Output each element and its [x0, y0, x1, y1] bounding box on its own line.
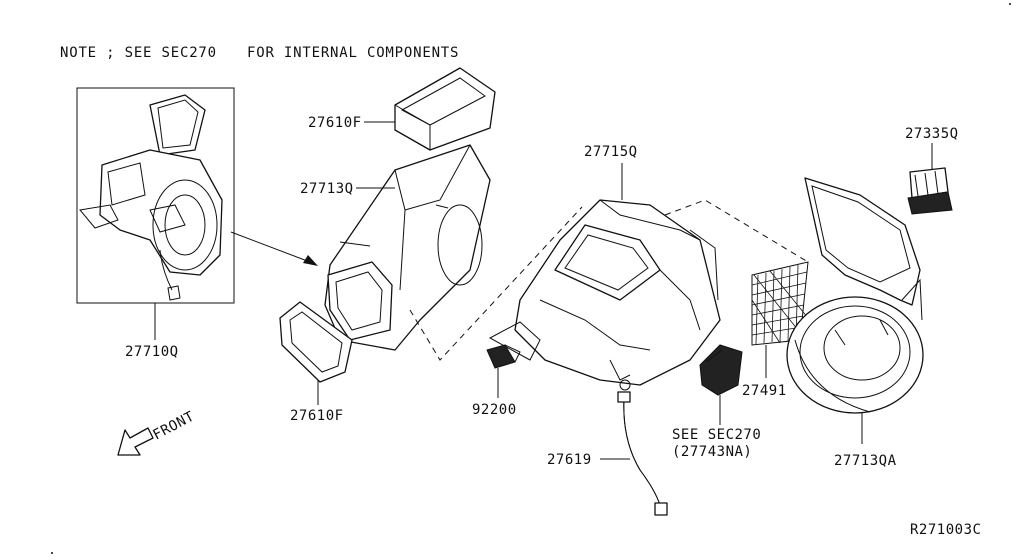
label-27335Q: 27335Q — [905, 126, 959, 142]
label-92200: 92200 — [472, 402, 517, 418]
corner-mark — [1009, 3, 1011, 5]
part-27715Q-heater-unit — [488, 199, 721, 391]
assembly-27710Q — [76, 87, 235, 340]
part-27610F-top — [394, 67, 496, 151]
part-27610F-bottom — [279, 301, 353, 383]
label-27713QA: 27713QA — [834, 453, 897, 469]
label-27619: 27619 — [547, 452, 592, 468]
label-27713Q: 27713Q — [300, 181, 354, 197]
note-suffix: FOR INTERNAL COMPONENTS — [247, 45, 459, 61]
dashed-connector-right — [664, 199, 809, 263]
label-27610F-bottom: 27610F — [290, 408, 344, 424]
dashed-connector-left — [409, 206, 583, 361]
note-prefix: NOTE ; SEE SEC270 — [60, 45, 217, 61]
label-27610F-top: 27610F — [308, 115, 362, 131]
part-27713Q-housing — [324, 144, 491, 351]
front-label: FRONT — [150, 408, 197, 443]
front-arrow-icon — [117, 427, 154, 456]
label-27715Q: 27715Q — [584, 144, 638, 160]
reference-code: R271003C — [910, 522, 981, 538]
label-see-sec270: SEE SEC270 — [672, 427, 761, 443]
part-27743NA-actuator — [699, 344, 743, 396]
part-27619-drain-hose — [617, 391, 668, 516]
part-27713QA-blower-case — [786, 177, 924, 414]
label-27710Q: 27710Q — [125, 344, 179, 360]
label-27491: 27491 — [742, 383, 787, 399]
arrow-to-exploded — [230, 231, 318, 266]
part-27335Q-resistor — [907, 167, 953, 215]
label-27743NA: (27743NA) — [672, 444, 752, 460]
corner-mark — [51, 552, 53, 554]
part-92200-clip — [486, 344, 521, 369]
